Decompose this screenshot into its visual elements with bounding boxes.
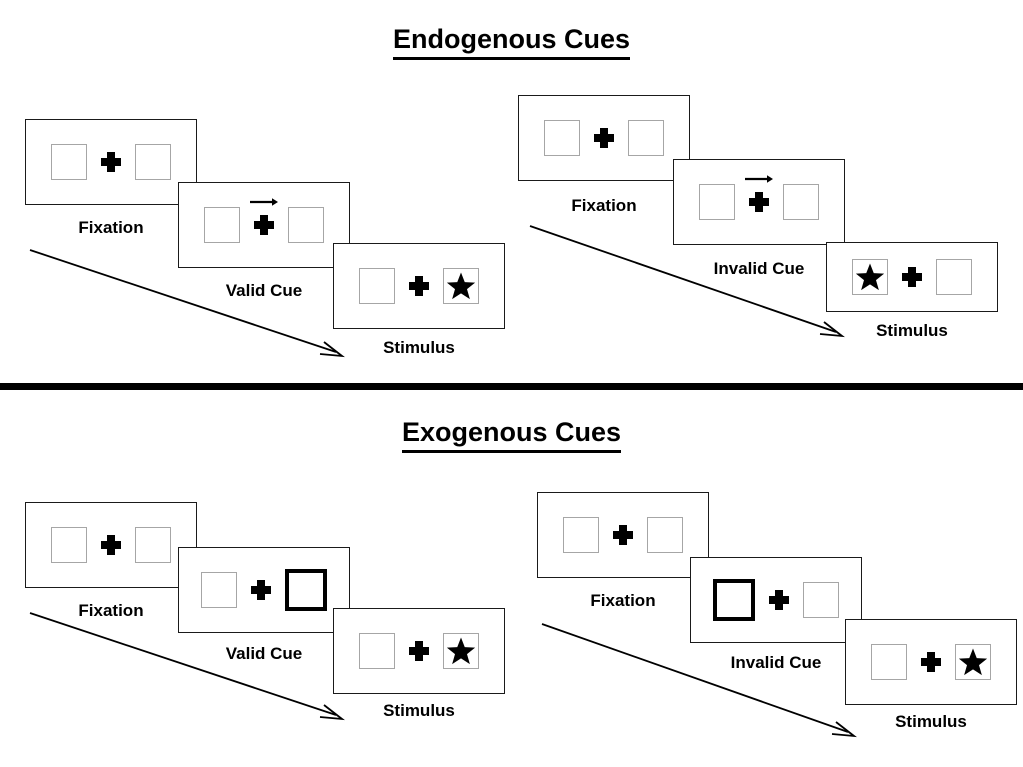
fixation-cross-icon <box>100 151 122 173</box>
star-target-icon <box>446 637 476 665</box>
frame-content <box>26 527 196 563</box>
fixation-cross-icon <box>920 651 942 673</box>
frame-content <box>26 144 196 180</box>
panel-exogenous-valid-cue <box>178 547 350 633</box>
fixation-cross-wrap <box>580 127 628 149</box>
star-target-icon <box>446 272 476 300</box>
peripheral-cue-box-right <box>285 569 327 611</box>
frame-content <box>334 268 504 304</box>
frame-content <box>674 175 844 220</box>
placeholder-box-left <box>201 572 237 608</box>
fixation-cross-icon <box>768 589 790 611</box>
placeholder-box-right <box>135 527 171 563</box>
placeholder-box-right <box>783 184 819 220</box>
placeholder-box-left <box>852 259 888 295</box>
fixation-cross-wrap <box>888 266 936 288</box>
fixation-cross-wrap <box>237 579 285 601</box>
fixation-cross-icon <box>748 191 770 213</box>
section-title-endogenous: Endogenous Cues <box>0 24 1023 60</box>
fixation-cross-icon <box>408 275 430 297</box>
placeholder-box-left <box>51 144 87 180</box>
placeholder-box-left <box>359 633 395 669</box>
panel-endogenous-invalid-cue <box>673 159 845 245</box>
frame-content <box>519 120 689 156</box>
placeholder-box-left <box>359 268 395 304</box>
placeholder-box-right <box>443 268 479 304</box>
peripheral-cue-box-left <box>713 579 755 621</box>
section-title-endogenous-text: Endogenous Cues <box>392 24 630 60</box>
placeholder-box-left <box>871 644 907 680</box>
placeholder-box-right <box>803 582 839 618</box>
frame-content <box>846 644 1016 680</box>
panel-exogenous-valid-stimulus <box>333 608 505 694</box>
star-target-icon <box>958 648 988 676</box>
placeholder-box-left <box>51 527 87 563</box>
placeholder-box-right <box>955 644 991 680</box>
panel-endogenous-valid-fixation <box>25 119 197 205</box>
arrow-right-cue-icon <box>250 198 278 206</box>
frame-content <box>691 579 861 621</box>
frame-content <box>179 198 349 243</box>
endogenous-valid-time-arrow <box>29 249 345 358</box>
panel-endogenous-valid-stimulus <box>333 243 505 329</box>
placeholder-box-right <box>443 633 479 669</box>
panel-endogenous-valid-cue <box>178 182 350 268</box>
frame-content <box>179 569 349 611</box>
stage-label-endogenous-valid-cue: Valid Cue <box>225 281 303 300</box>
stage-label-exogenous-valid-stimulus: Stimulus <box>383 701 455 720</box>
fixation-cross-wrap <box>755 589 803 611</box>
section-divider <box>0 383 1023 390</box>
stage-label-endogenous-invalid-fixation: Fixation <box>571 196 637 215</box>
stage-label-endogenous-invalid-stimulus: Stimulus <box>876 321 948 340</box>
placeholder-box-left <box>544 120 580 156</box>
section-title-exogenous-text: Exogenous Cues <box>401 417 622 453</box>
fixation-cross-icon <box>100 534 122 556</box>
fixation-cross-icon <box>253 214 275 236</box>
placeholder-box-right <box>288 207 324 243</box>
fixation-cross-wrap <box>907 651 955 673</box>
placeholder-box-left <box>563 517 599 553</box>
section-title-exogenous: Exogenous Cues <box>0 417 1023 453</box>
panel-exogenous-invalid-fixation <box>537 492 709 578</box>
placeholder-box-right <box>936 259 972 295</box>
panel-exogenous-invalid-stimulus <box>845 619 1017 705</box>
exogenous-valid-time-arrow <box>29 612 345 721</box>
arrow-right-cue-icon <box>745 175 773 183</box>
stage-label-endogenous-valid-stimulus: Stimulus <box>383 338 455 357</box>
stage-label-exogenous-invalid-cue: Invalid Cue <box>730 653 822 672</box>
fixation-cross-wrap <box>87 534 135 556</box>
stage-label-endogenous-invalid-cue: Invalid Cue <box>713 259 805 278</box>
fixation-cross-icon <box>250 579 272 601</box>
star-target-icon <box>855 263 885 291</box>
fixation-cross-icon <box>408 640 430 662</box>
fixation-cross-wrap <box>240 198 288 236</box>
stage-label-exogenous-invalid-stimulus: Stimulus <box>895 712 967 731</box>
panel-endogenous-invalid-stimulus <box>826 242 998 312</box>
frame-content <box>827 259 997 295</box>
frame-content <box>538 517 708 553</box>
endogenous-invalid-time-arrow <box>529 225 845 338</box>
placeholder-box-right <box>647 517 683 553</box>
fixation-cross-wrap <box>599 524 647 546</box>
stage-label-exogenous-valid-cue: Valid Cue <box>225 644 303 663</box>
fixation-cross-icon <box>593 127 615 149</box>
placeholder-box-right <box>628 120 664 156</box>
fixation-cross-wrap <box>735 175 783 213</box>
fixation-cross-icon <box>612 524 634 546</box>
stage-label-exogenous-invalid-fixation: Fixation <box>590 591 656 610</box>
placeholder-box-left <box>204 207 240 243</box>
fixation-cross-wrap <box>395 275 443 297</box>
placeholder-box-left <box>699 184 735 220</box>
frame-content <box>334 633 504 669</box>
panel-endogenous-invalid-fixation <box>518 95 690 181</box>
fixation-cross-icon <box>901 266 923 288</box>
panel-exogenous-valid-fixation <box>25 502 197 588</box>
placeholder-box-right <box>135 144 171 180</box>
panel-exogenous-invalid-cue <box>690 557 862 643</box>
exogenous-invalid-time-arrow <box>541 623 857 738</box>
stage-label-exogenous-valid-fixation: Fixation <box>78 601 144 620</box>
fixation-cross-wrap <box>395 640 443 662</box>
fixation-cross-wrap <box>87 151 135 173</box>
stage-label-endogenous-valid-fixation: Fixation <box>78 218 144 237</box>
